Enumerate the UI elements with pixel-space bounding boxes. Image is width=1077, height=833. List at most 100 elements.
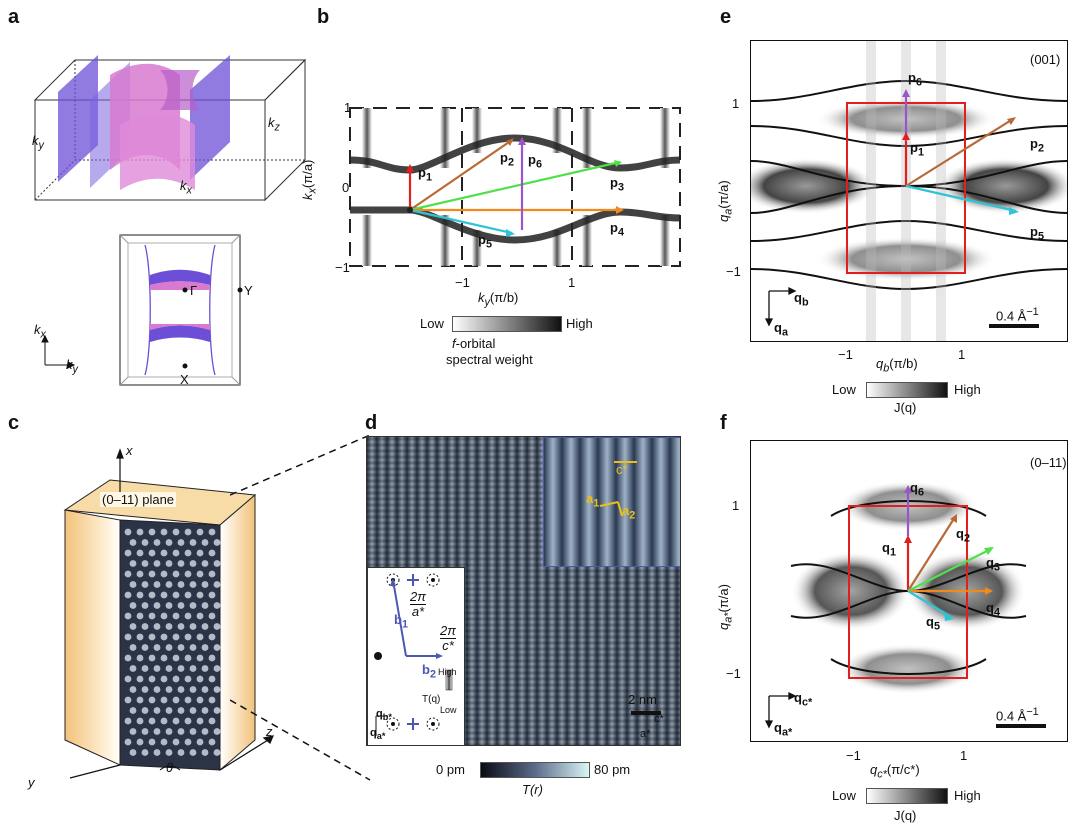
f-xtick-neg1: −1 — [846, 748, 861, 763]
b-cbar-low: Low — [420, 316, 444, 331]
f-xtick-1: 1 — [960, 748, 968, 763]
atom — [153, 623, 161, 630]
atom — [160, 717, 168, 725]
label-kz-3d: kz — [268, 115, 280, 134]
e-vec-p1: p1 — [910, 140, 924, 159]
atom — [184, 738, 192, 746]
atom — [208, 654, 216, 662]
label-gamma: Γ — [190, 283, 198, 298]
atom — [136, 696, 144, 704]
atom — [208, 675, 216, 683]
panel-label-d: d — [365, 412, 378, 434]
atom — [153, 581, 161, 588]
atom — [165, 539, 173, 546]
atom — [184, 717, 192, 725]
inset-zoom-arrows — [599, 461, 637, 517]
atom — [148, 528, 156, 536]
f-colorbar — [866, 788, 948, 804]
atom — [148, 675, 156, 683]
atom — [189, 581, 197, 588]
atom — [172, 591, 180, 599]
atom — [201, 602, 209, 609]
f-vec-q1: q1 — [882, 540, 896, 559]
e-xtick-1: 1 — [958, 347, 966, 362]
atom — [177, 707, 185, 714]
atom — [136, 738, 144, 746]
b-ytick-0: 0 — [342, 180, 350, 195]
f-vec-q5: q5 — [926, 614, 940, 633]
atom — [208, 549, 216, 557]
atom — [148, 591, 156, 599]
e-vec-p6: p6 — [908, 70, 922, 89]
atom — [201, 686, 209, 693]
atom — [213, 539, 221, 546]
b-vec-p3: p3 — [610, 175, 624, 194]
atom — [148, 654, 156, 662]
atom — [201, 707, 209, 714]
atom — [172, 654, 180, 662]
atom — [148, 570, 156, 578]
atom — [148, 696, 156, 704]
panel-f-frame — [750, 440, 1068, 742]
atom — [124, 675, 132, 683]
atom — [160, 633, 168, 641]
atom — [148, 612, 156, 620]
f-plane-label: (0–11) — [1030, 455, 1067, 470]
atom — [213, 623, 221, 630]
d-inset-a2: a2 — [622, 503, 636, 522]
atom — [124, 612, 132, 620]
atom — [136, 633, 144, 641]
atom — [153, 539, 161, 546]
atom — [213, 644, 221, 651]
atom — [196, 675, 204, 683]
b-xlabel: ky(π/b) — [478, 290, 519, 309]
atom — [189, 560, 197, 567]
atom — [177, 749, 185, 756]
atom — [129, 707, 137, 714]
d-inset-c: c* — [616, 462, 628, 477]
spectral-bands — [349, 134, 681, 244]
e-ylabel: qa(π/a) — [716, 180, 735, 222]
panel-b-spectral-map — [349, 107, 681, 267]
b-vec-p6: p6 — [528, 152, 542, 171]
atom — [124, 591, 132, 599]
atom — [129, 560, 137, 567]
panel-label-b: b — [317, 6, 330, 28]
f-axis-qc: qc* — [794, 690, 813, 709]
panel-label-f: f — [720, 412, 727, 434]
atom — [148, 738, 156, 746]
atom — [196, 612, 204, 620]
atom — [177, 539, 185, 546]
c-axis-y: y — [28, 775, 35, 790]
f-scalebar-label: 0.4 Å−1 — [996, 706, 1039, 724]
atom — [196, 696, 204, 704]
atom — [160, 696, 168, 704]
panel-e-map — [751, 41, 1067, 341]
atom — [165, 581, 173, 588]
e-plane-label: (001) — [1030, 52, 1061, 67]
atom — [208, 570, 216, 578]
atom — [165, 707, 173, 714]
atom — [208, 717, 216, 725]
atom — [201, 581, 209, 588]
panel-c-crystal — [63, 448, 275, 779]
atom — [208, 633, 216, 641]
atom — [213, 602, 221, 609]
b-xtick-neg1: −1 — [455, 275, 470, 290]
atom-grid — [124, 528, 221, 756]
atom — [141, 539, 149, 546]
panel-label-a: a — [8, 6, 20, 28]
f-xlabel: qc*(π/c*) — [870, 762, 920, 781]
atom — [208, 738, 216, 746]
b-vec-p5: p5 — [478, 232, 492, 251]
atom — [141, 665, 149, 672]
atom — [141, 644, 149, 651]
atom — [184, 612, 192, 620]
atom — [165, 644, 173, 651]
atom — [177, 623, 185, 630]
f-ytick-neg1: −1 — [726, 666, 741, 681]
atom — [160, 654, 168, 662]
atom — [160, 591, 168, 599]
label-kx-axis: kx — [34, 322, 46, 341]
atom — [177, 602, 185, 609]
